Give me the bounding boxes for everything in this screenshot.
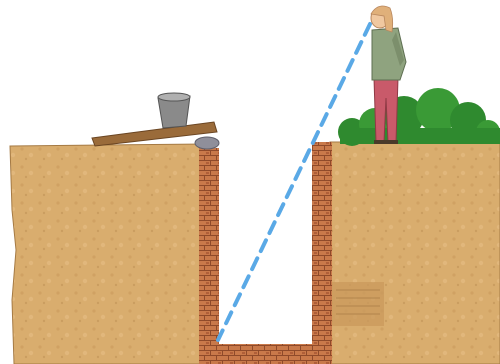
bucket-rim — [158, 93, 190, 101]
right-ground — [330, 142, 500, 364]
well-bottom — [199, 344, 332, 364]
ground-niche — [332, 282, 384, 326]
bucket — [158, 93, 190, 128]
left-brick-wall — [199, 148, 219, 348]
person-right-shoe — [386, 140, 398, 144]
person-left-shoe — [374, 140, 386, 144]
left-ground — [10, 144, 205, 364]
right-brick-wall — [312, 142, 332, 348]
rim-stone — [195, 137, 219, 149]
